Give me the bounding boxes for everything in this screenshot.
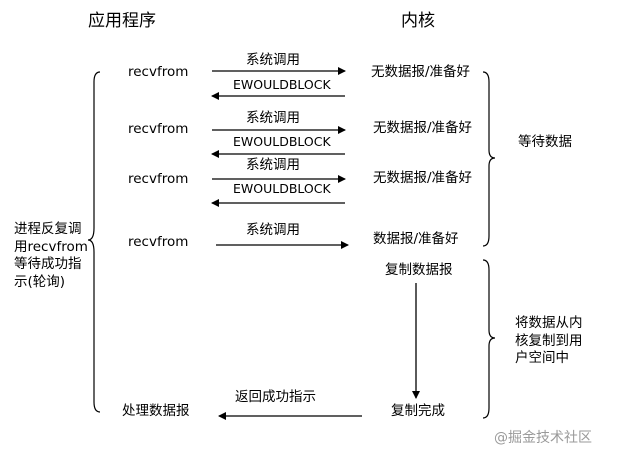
syscall-label-3: 系统调用 [246,157,300,173]
syscall-label-1: 系统调用 [246,52,300,68]
kernel-state-3: 无数据报/准备好 [373,170,473,186]
polling-note: 进程反复调 用recvfrom 等待成功指 示(轮询) [14,221,88,290]
return-label: 返回成功指示 [235,389,316,405]
app-call-2: recvfrom [128,121,189,137]
syscall-label-4: 系统调用 [246,222,300,238]
app-call-1: recvfrom [128,64,189,80]
process-label: 处理数据报 [122,403,190,419]
kernel-header: 内核 [401,11,435,31]
app-header: 应用程序 [88,11,156,31]
reply-label-1: EWOULDBLOCK [233,77,331,92]
watermark: @掘金技术社区 [494,430,592,446]
app-call-3: recvfrom [128,171,189,187]
kernel-state-4: 数据报/准备好 [373,231,459,247]
kernel-state-1: 无数据报/准备好 [371,64,471,80]
copy-done-label: 复制完成 [391,403,445,419]
wait-brace [482,71,496,247]
copy-note: 将数据从内 核复制到用 户空间中 [515,315,583,367]
copy-brace [482,259,496,419]
syscall-label-2: 系统调用 [246,110,300,126]
copy-start-label: 复制数据报 [385,262,453,278]
left-brace [87,71,101,413]
reply-label-2: EWOULDBLOCK [233,134,331,149]
kernel-state-2: 无数据报/准备好 [373,120,473,136]
reply-label-3: EWOULDBLOCK [233,181,331,196]
app-call-4: recvfrom [128,234,189,250]
wait-note: 等待数据 [518,134,572,150]
